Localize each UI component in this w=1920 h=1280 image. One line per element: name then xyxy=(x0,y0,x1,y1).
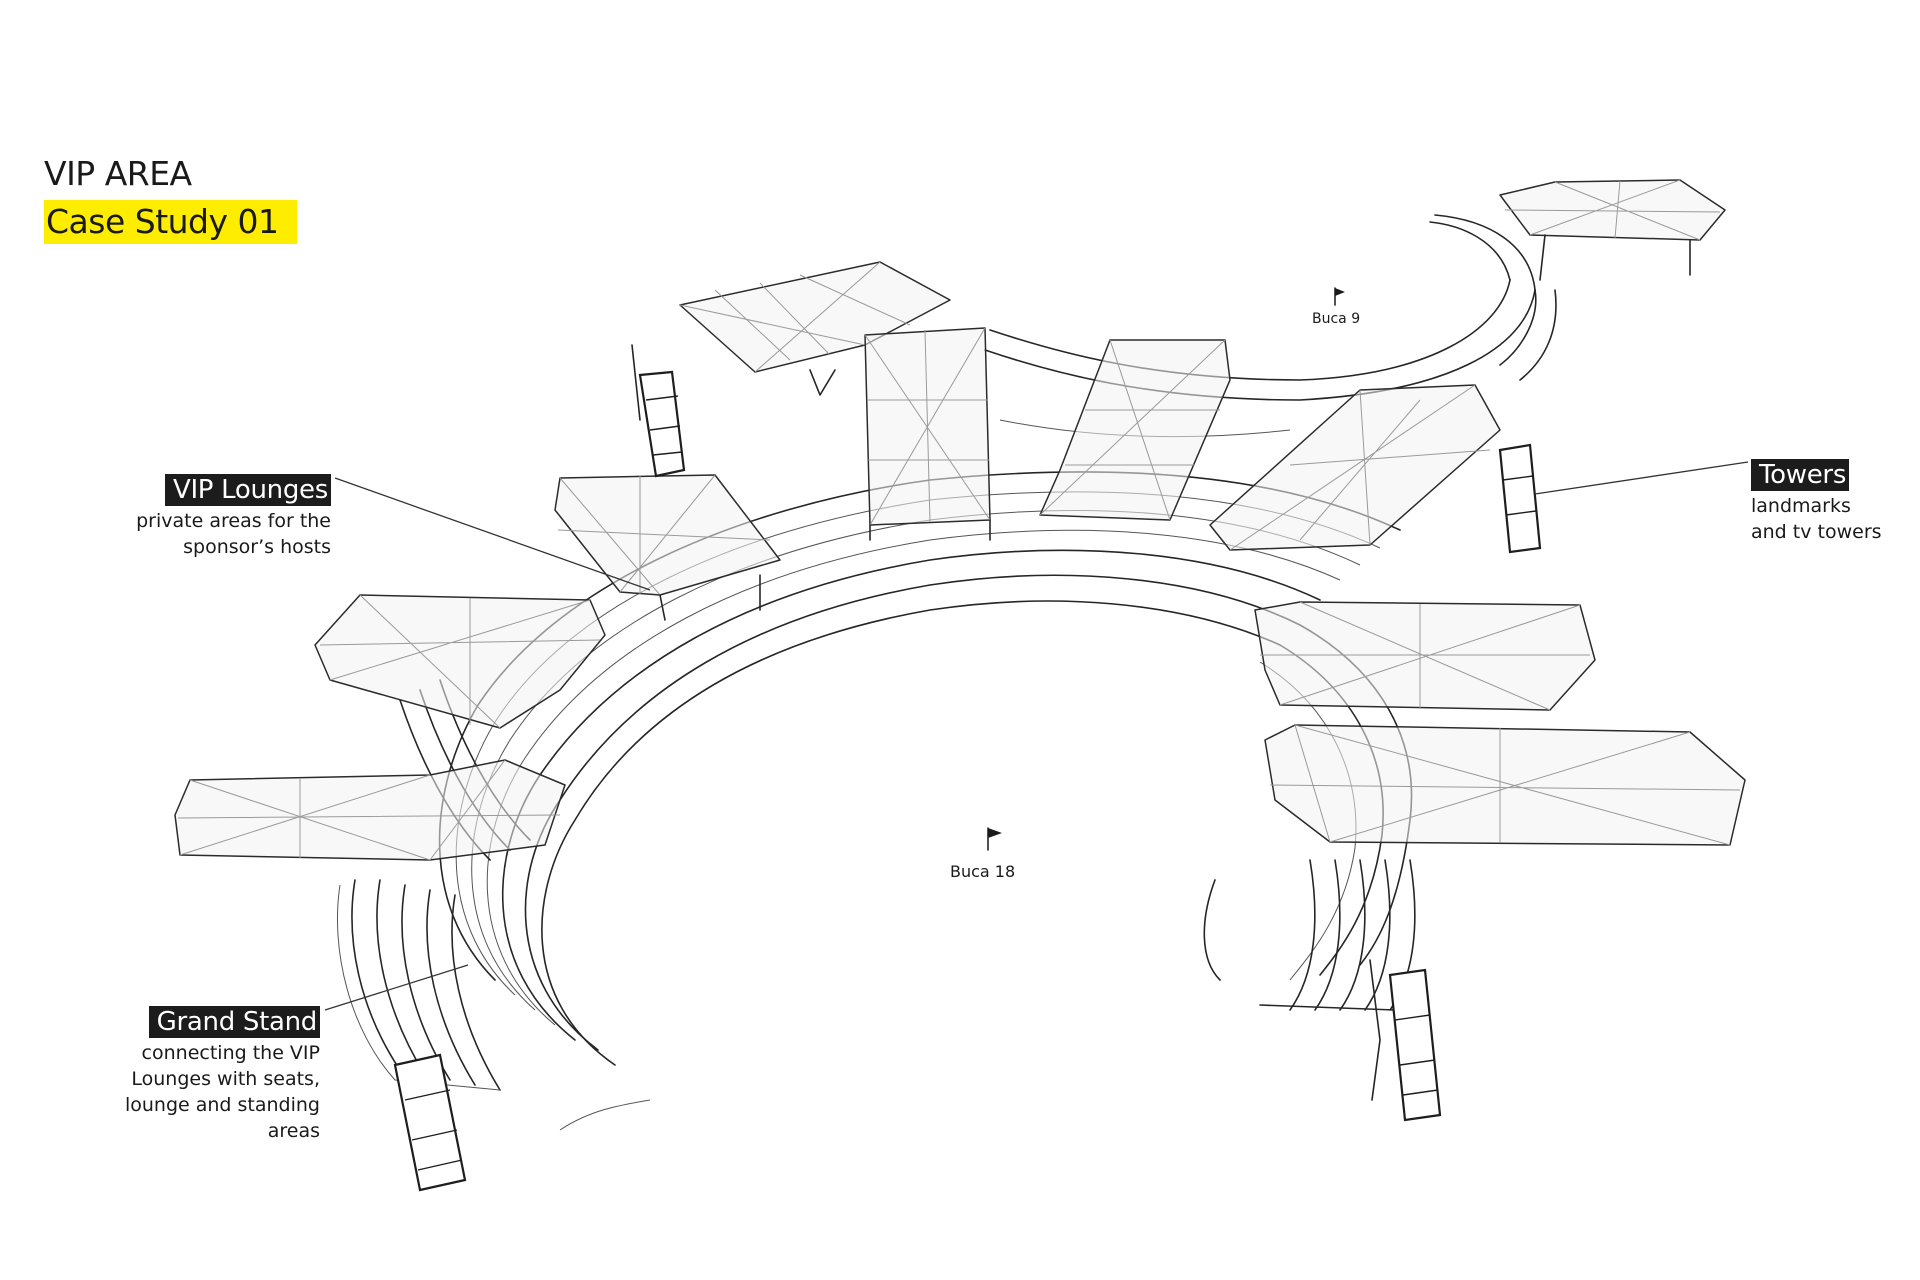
leader-lounges xyxy=(334,477,651,591)
label-vip-lounges: VIP Lounges private areas for the sponso… xyxy=(126,474,331,560)
tower-bottom-left xyxy=(393,1053,467,1192)
towers-desc-line: landmarks xyxy=(1751,495,1851,517)
grand-stand-desc-line: Lounges with seats, xyxy=(131,1068,320,1090)
vip-lounges-tag: VIP Lounges xyxy=(164,474,331,506)
vip-lounges-desc-line: sponsor’s hosts xyxy=(183,536,331,558)
title-block: VIP AREA Case Study 01 xyxy=(44,152,297,244)
flag-icon xyxy=(987,827,1002,851)
vip-lounges-description: private areas for the sponsor’s hosts xyxy=(126,508,331,560)
grand-stand-description: connecting the VIP Lounges with seats, l… xyxy=(70,1040,320,1144)
grand-stand-desc-line: lounge and standing areas xyxy=(124,1094,320,1142)
leader-grand-stand xyxy=(324,964,469,1011)
tv-towers xyxy=(393,344,1542,1192)
page-title: VIP AREA xyxy=(44,154,192,193)
flag-icon xyxy=(1334,287,1345,306)
grand-stand-tag: Grand Stand xyxy=(148,1006,320,1038)
grand-stand-desc-line: connecting the VIP xyxy=(141,1042,320,1064)
hole-18-label: Buca 18 xyxy=(950,862,1016,881)
vip-lounges-desc-line: private areas for the xyxy=(136,510,331,532)
towers-tag: Towers xyxy=(1751,459,1850,491)
towers-desc-line: and tv towers xyxy=(1751,521,1882,543)
label-grand-stand: Grand Stand connecting the VIP Lounges w… xyxy=(70,1006,320,1144)
tower-top-left xyxy=(631,344,686,478)
hole-flags xyxy=(987,287,1345,851)
tower-bottom-right xyxy=(1369,959,1442,1122)
page-subtitle: Case Study 01 xyxy=(44,200,297,244)
label-towers: Towers landmarks and tv towers xyxy=(1751,459,1911,545)
leader-towers xyxy=(1534,461,1749,495)
vip-lounge-roofs xyxy=(174,179,1746,861)
hole-9-label: Buca 9 xyxy=(1312,311,1361,327)
leader-lines xyxy=(324,461,1749,1011)
towers-description: landmarks and tv towers xyxy=(1751,493,1911,545)
tower-right xyxy=(1498,443,1542,554)
